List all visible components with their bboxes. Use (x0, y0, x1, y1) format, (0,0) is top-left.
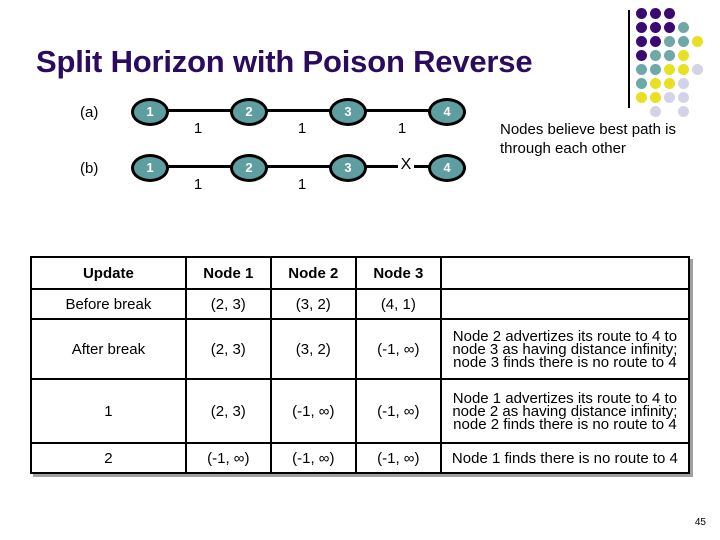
row-b-label: (b) (80, 160, 99, 177)
decorative-dot (664, 22, 675, 33)
node-b-1[interactable]: 1 (131, 154, 169, 182)
page-number: 45 (694, 517, 706, 528)
cell-update: After break (30, 318, 187, 380)
cell-update: Before break (30, 288, 187, 320)
cell-note: Node 1 finds there is no route to 4 (439, 442, 691, 474)
cell-node-1: (2, 3) (184, 288, 272, 320)
decorative-dot (678, 22, 689, 33)
decorative-dot (664, 64, 675, 75)
decorative-dot (678, 36, 689, 47)
decorative-dot (678, 64, 689, 75)
cell-node-2: (-1, ∞) (269, 442, 357, 474)
link-cost-b-2: 1 (297, 176, 307, 193)
decorative-dot (650, 36, 661, 47)
header-node-3: Node 3 (354, 256, 442, 290)
decorative-dot (664, 50, 675, 61)
header-notes (439, 256, 691, 290)
node-b-4[interactable]: 4 (428, 154, 466, 182)
network-diagram-row-b: (b) 1 2 3 4 X 1 1 (0, 152, 500, 212)
decorative-dot (636, 92, 647, 103)
table-row: Before break (2, 3) (3, 2) (4, 1) (30, 288, 691, 320)
cell-node-3: (-1, ∞) (354, 442, 442, 474)
header-update: Update (30, 256, 187, 290)
cell-node-2: (3, 2) (269, 288, 357, 320)
header-divider-line (628, 10, 630, 108)
node-a-4[interactable]: 4 (428, 98, 466, 126)
decorative-dot (636, 22, 647, 33)
decorative-dot (678, 92, 689, 103)
decorative-dot (650, 92, 661, 103)
routing-update-table: Update Node 1 Node 2 Node 3 Before break… (30, 256, 691, 474)
decorative-dot (636, 64, 647, 75)
decorative-dot (678, 78, 689, 89)
cell-node-3: (-1, ∞) (354, 318, 442, 380)
link-cost-b-1: 1 (193, 176, 203, 193)
row-a-label: (a) (80, 104, 99, 121)
decorative-dot (650, 106, 661, 117)
decorative-dot (692, 36, 703, 47)
link-cost-a-2: 1 (297, 120, 307, 137)
table-row: After break (2, 3) (3, 2) (-1, ∞) Node 2… (30, 318, 691, 380)
decorative-dot (650, 8, 661, 19)
decorative-dot (636, 50, 647, 61)
node-b-3[interactable]: 3 (329, 154, 367, 182)
cell-note (439, 288, 691, 320)
link-cost-a-3: 1 (397, 120, 407, 137)
cell-node-1: (2, 3) (184, 318, 272, 380)
link-a-3-4 (364, 109, 448, 112)
decorative-dot (650, 78, 661, 89)
page-title: Split Horizon with Poison Reverse (36, 44, 533, 79)
link-b-1-2 (166, 165, 250, 168)
cell-node-3: (4, 1) (354, 288, 442, 320)
decorative-dot (678, 106, 689, 117)
decorative-dot (664, 8, 675, 19)
decorative-dot (636, 36, 647, 47)
decorative-dot (664, 92, 675, 103)
decorative-dot-grid (636, 8, 716, 117)
link-a-1-2 (166, 109, 250, 112)
decorative-dot (664, 78, 675, 89)
cell-note: Node 1 advertizes its route to 4 to node… (439, 378, 691, 444)
cell-node-1: (2, 3) (184, 378, 272, 444)
cell-node-3: (-1, ∞) (354, 378, 442, 444)
cell-node-1: (-1, ∞) (184, 442, 272, 474)
link-b-2-3 (265, 165, 349, 168)
header-node-2: Node 2 (269, 256, 357, 290)
decorative-dot (650, 22, 661, 33)
cell-update: 1 (30, 378, 187, 444)
node-a-1[interactable]: 1 (131, 98, 169, 126)
table-header-row: Update Node 1 Node 2 Node 3 (30, 256, 691, 290)
table-row: 1 (2, 3) (-1, ∞) (-1, ∞) Node 1 advertiz… (30, 378, 691, 444)
network-diagram-row-a: (a) 1 2 3 4 1 1 1 (0, 96, 500, 156)
link-cost-a-1: 1 (193, 120, 203, 137)
cell-update: 2 (30, 442, 187, 474)
header-node-1: Node 1 (184, 256, 272, 290)
node-b-2[interactable]: 2 (230, 154, 268, 182)
node-a-2[interactable]: 2 (230, 98, 268, 126)
cell-node-2: (-1, ∞) (269, 378, 357, 444)
node-a-3[interactable]: 3 (329, 98, 367, 126)
cell-note: Node 2 advertizes its route to 4 to node… (439, 318, 691, 380)
decorative-dot (650, 50, 661, 61)
decorative-dot (692, 64, 703, 75)
decorative-dot (664, 36, 675, 47)
decorative-dot (678, 50, 689, 61)
table-row: 2 (-1, ∞) (-1, ∞) (-1, ∞) Node 1 finds t… (30, 442, 691, 474)
decorative-dot (636, 78, 647, 89)
broken-link-x-icon: X (398, 156, 414, 174)
side-note-text: Nodes believe best path is through each … (500, 121, 676, 157)
decorative-dot (636, 8, 647, 19)
decorative-dot (650, 64, 661, 75)
cell-node-2: (3, 2) (269, 318, 357, 380)
link-a-2-3 (265, 109, 349, 112)
